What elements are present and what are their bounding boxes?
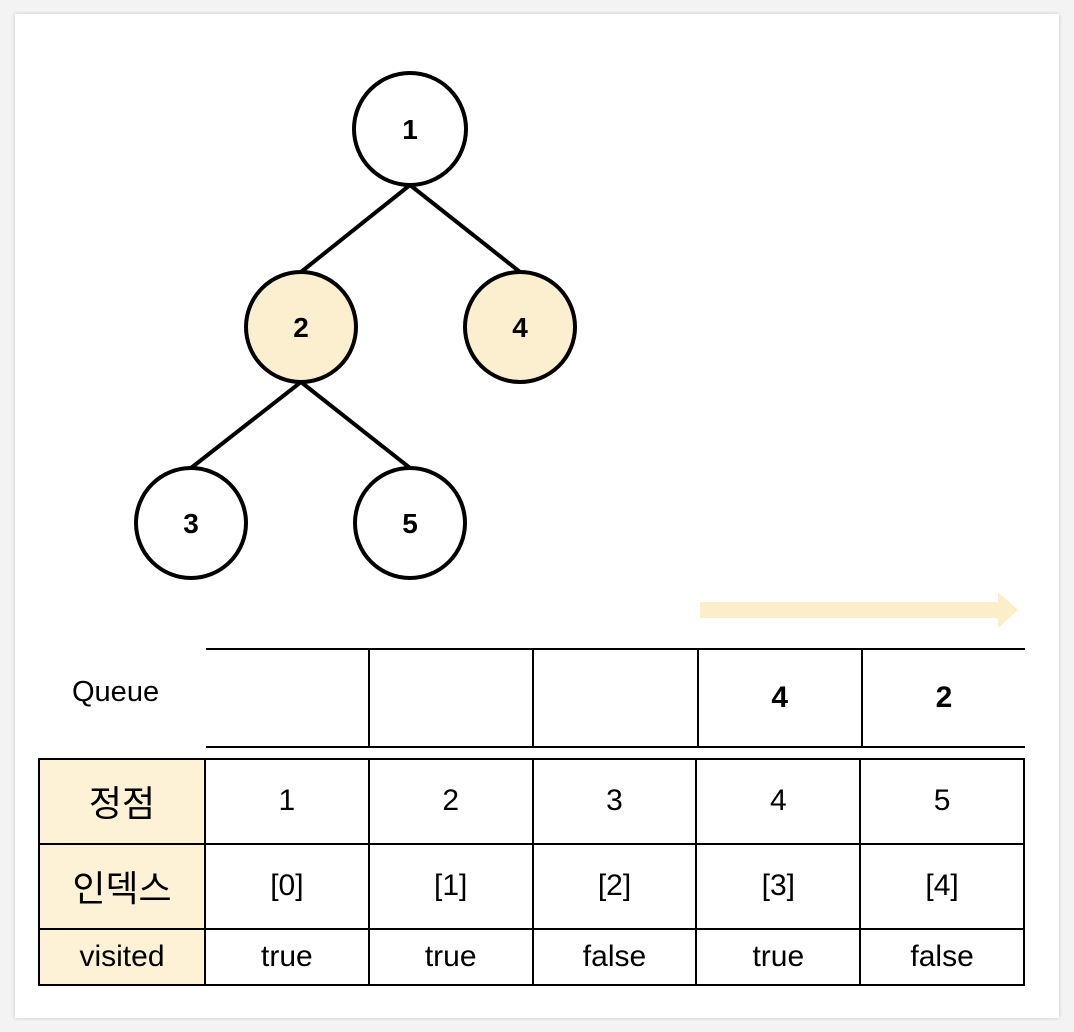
table-row-vertex: 정점 1 2 3 4 5: [38, 758, 1025, 845]
node-label: 5: [402, 508, 418, 539]
queue-cell: 2: [860, 650, 1025, 746]
table-cell: false: [859, 927, 1025, 986]
table-row-visited: visited true true false true false: [38, 927, 1025, 986]
bfs-tree: 1 2 4 3 5: [134, 71, 1018, 628]
tree-node-1: 1: [352, 71, 468, 187]
table-cell: true: [695, 927, 862, 986]
queue-direction-arrow: [700, 592, 1018, 628]
node-label: 1: [402, 114, 418, 145]
edge-2-3: [189, 380, 303, 470]
queue: 4 2: [206, 648, 1025, 748]
row-header-vertex: 정점: [38, 758, 206, 845]
queue-cell: [532, 650, 696, 746]
tree-node-3: 3: [134, 466, 248, 580]
table-cell: 5: [859, 758, 1025, 845]
edge-1-4: [408, 183, 522, 274]
queue-cell: [206, 650, 368, 746]
queue-label: Queue: [72, 676, 160, 708]
table-cell: [2]: [531, 842, 698, 930]
table-cell: [1]: [367, 842, 534, 930]
queue-cell: 4: [696, 650, 861, 746]
row-header-index: 인덱스: [38, 842, 206, 930]
table-cell: 4: [695, 758, 862, 845]
tree-node-4: 4: [463, 270, 577, 384]
edge-1-2: [299, 183, 412, 274]
edge-2-5: [299, 380, 412, 470]
table-cell: true: [367, 927, 534, 986]
table-cell: true: [204, 927, 370, 986]
table-cell: [0]: [204, 842, 370, 930]
queue-cell: [368, 650, 532, 746]
table-cell: false: [531, 927, 698, 986]
table-row-index: 인덱스 [0] [1] [2] [3] [4]: [38, 842, 1025, 930]
node-label: 3: [183, 508, 199, 539]
row-header-visited: visited: [38, 927, 206, 986]
tree-node-2: 2: [244, 270, 358, 384]
tree-node-5: 5: [353, 466, 467, 580]
table-cell: 1: [204, 758, 370, 845]
visited-table: 정점 1 2 3 4 5 인덱스 [0] [1] [2] [3] [4] vis…: [38, 758, 1025, 986]
table-cell: [4]: [859, 842, 1025, 930]
table-cell: 2: [367, 758, 534, 845]
node-label: 4: [512, 312, 528, 343]
table-cell: [3]: [695, 842, 862, 930]
node-label: 2: [293, 312, 309, 343]
table-cell: 3: [531, 758, 698, 845]
